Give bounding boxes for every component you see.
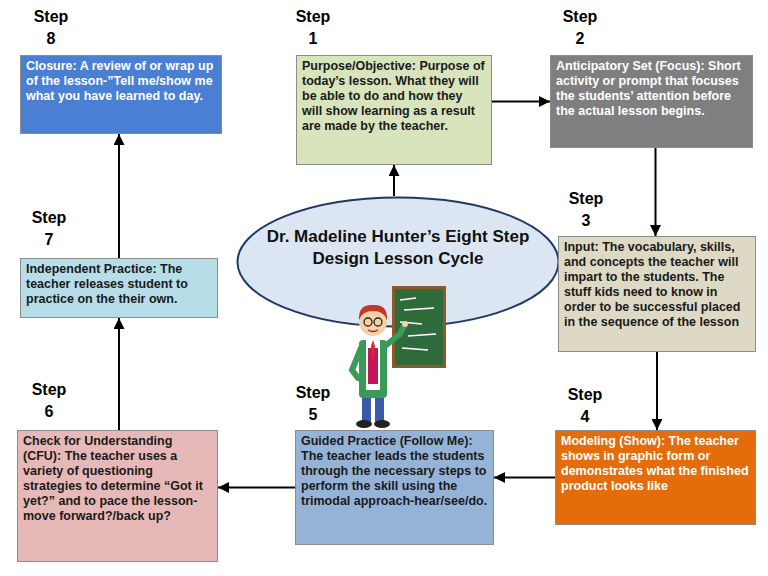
cycle-title: Dr. Madeline Hunter’s Eight Step Design …	[256, 226, 540, 270]
tie	[371, 340, 375, 364]
step-box: Step 3Input: The vocabulary, skills, and…	[558, 236, 756, 352]
flow-arrow	[656, 352, 658, 430]
step-box: Step 1Purpose/Objective: Purpose of toda…	[296, 55, 492, 165]
flow-arrow	[655, 148, 657, 236]
flow-arrow	[118, 318, 120, 430]
step-box: Step 6Check for Understanding (CFU): The…	[17, 430, 218, 562]
shoe	[356, 420, 372, 428]
chalk-writing	[400, 298, 436, 350]
step-box: Step 2Anticipatory Set (Focus): Short ac…	[550, 55, 753, 148]
step-description: Anticipatory Set (Focus): Short activity…	[556, 59, 747, 119]
step-box: Step 7Independent Practice: The teacher …	[20, 258, 218, 318]
step-label: Step 3	[564, 188, 608, 232]
step-description: Independent Practice: The teacher releas…	[26, 262, 212, 307]
flow-arrow	[494, 477, 555, 479]
chalkboard-frame	[392, 286, 446, 368]
step-description: Guided Practice (Follow Me): The teacher…	[301, 434, 488, 509]
step-description: Closure: A review of or wrap up of the l…	[26, 59, 216, 104]
step-label: Step 4	[563, 384, 607, 428]
hand	[402, 321, 408, 327]
step-box: Step 8Closure: A review of or wrap up of…	[20, 55, 222, 134]
glasses	[364, 318, 372, 326]
trouser-leg	[375, 396, 384, 422]
trouser-leg	[362, 396, 371, 422]
step-box: Step 5Guided Practice (Follow Me): The t…	[295, 430, 494, 545]
step-box: Step 4Modeling (Show): The teacher shows…	[555, 430, 756, 525]
flow-arrow	[118, 134, 120, 258]
step-label: Step 8	[29, 6, 73, 50]
hair	[359, 305, 387, 320]
mouth	[368, 330, 378, 332]
step-description: Purpose/Objective: Purpose of today’s le…	[302, 59, 486, 134]
step-description: Input: The vocabulary, skills, and conce…	[564, 240, 750, 330]
step-label: Step 1	[291, 6, 335, 50]
flow-arrow	[492, 101, 550, 103]
flow-arrow	[393, 165, 395, 196]
shoe	[374, 420, 390, 428]
shirt	[366, 340, 380, 390]
step-label: Step 2	[558, 6, 602, 50]
step-label: Step 7	[27, 207, 71, 251]
arm	[352, 348, 361, 378]
step-label: Step 5	[291, 382, 335, 426]
pointing-arm	[385, 326, 404, 346]
glasses	[374, 318, 382, 326]
step-description: Check for Understanding (CFU): The teach…	[23, 434, 212, 524]
teacher-illustration	[338, 278, 450, 430]
flow-arrow	[218, 487, 295, 489]
step-description: Modeling (Show): The teacher shows in gr…	[561, 434, 750, 494]
step-label: Step 6	[27, 379, 71, 423]
